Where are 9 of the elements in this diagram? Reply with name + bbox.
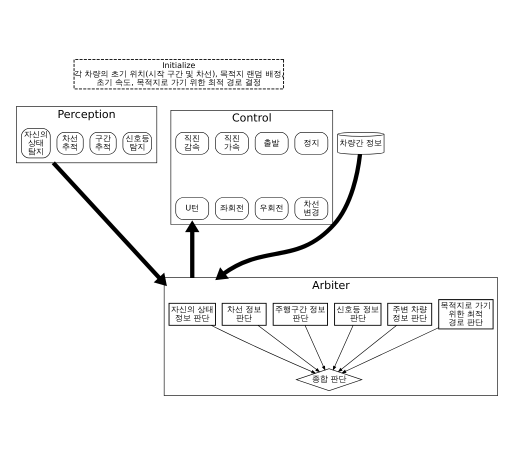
arrow: [184, 220, 199, 278]
arrow: [332, 325, 353, 371]
arrow: [210, 325, 316, 374]
arrow: [214, 154, 362, 280]
arrow: [304, 325, 325, 371]
arrow: [257, 325, 320, 372]
arrow: [340, 327, 439, 374]
arrow: [337, 325, 396, 372]
arrow: [51, 161, 166, 286]
